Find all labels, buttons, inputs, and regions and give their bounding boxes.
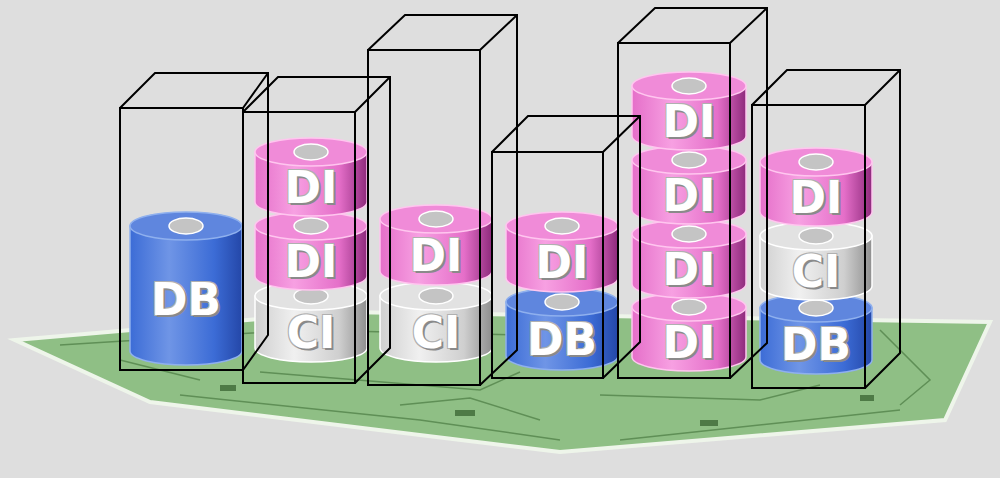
storage-cylinder: CI <box>760 222 872 300</box>
cylinder-label: DI <box>380 234 492 278</box>
cylinder-top <box>255 138 367 166</box>
cylinder-top <box>380 282 492 310</box>
cylinder-hole <box>545 294 579 310</box>
cylinder-hole <box>799 300 833 316</box>
cylinder-hole <box>419 211 453 227</box>
cylinder-label: DB <box>130 278 242 322</box>
storage-cylinder: DI <box>632 293 746 371</box>
storage-cylinder: DB <box>506 288 618 370</box>
cylinder-hole <box>294 144 328 160</box>
cylinder-top <box>632 220 746 248</box>
storage-cylinder: DI <box>255 212 367 290</box>
cylinder-hole <box>799 154 833 170</box>
storage-cylinder: DB <box>760 294 872 374</box>
cylinder-top <box>760 294 872 322</box>
cylinder-hole <box>672 152 706 168</box>
cylinder-hole <box>419 288 453 304</box>
cylinder-hole <box>672 299 706 315</box>
storage-cylinder: DB <box>130 212 242 365</box>
cylinder-label: DB <box>760 323 872 367</box>
cylinder-label: CI <box>255 311 367 355</box>
storage-cylinder: DI <box>506 212 618 292</box>
cylinder-label: CI <box>380 311 492 355</box>
storage-cylinder: DI <box>760 148 872 226</box>
storage-cylinder: CI <box>255 282 367 362</box>
cylinder-top <box>632 293 746 321</box>
cylinder-label: DI <box>632 248 746 292</box>
cylinder-hole <box>672 226 706 242</box>
cylinder-top <box>506 288 618 316</box>
storage-cylinder: DI <box>380 205 492 285</box>
storage-cylinder: DI <box>632 72 746 150</box>
rack-frame-lines <box>120 8 900 388</box>
cylinder-top <box>760 148 872 176</box>
cylinder-top <box>632 146 746 174</box>
cylinder-hole <box>799 228 833 244</box>
cylinder-hole <box>545 218 579 234</box>
cylinder-label: DI <box>255 240 367 284</box>
cylinder-top <box>255 212 367 240</box>
storage-cylinder: CI <box>380 282 492 362</box>
cylinder-top <box>760 222 872 250</box>
cylinder-label: DI <box>760 176 872 220</box>
cylinder-hole <box>169 218 203 234</box>
cylinder-label: DI <box>632 321 746 365</box>
cylinder-hole <box>294 218 328 234</box>
cylinder-top <box>632 72 746 100</box>
cylinder-label: DI <box>632 100 746 144</box>
cylinder-label: DI <box>632 174 746 218</box>
cylinder-label: DI <box>255 166 367 210</box>
cylinder-top <box>506 212 618 240</box>
cylinder-top <box>380 205 492 233</box>
storage-cylinder: DI <box>632 220 746 298</box>
cylinder-label: DI <box>506 241 618 285</box>
cylinder-label: CI <box>760 250 872 294</box>
cylinder-hole <box>294 288 328 304</box>
cylinder-label: DB <box>506 318 618 362</box>
storage-cylinder: DI <box>632 146 746 224</box>
cylinder-top <box>255 282 367 310</box>
cylinder-body <box>130 226 242 365</box>
storage-cylinder: DI <box>255 138 367 216</box>
cylinder-top <box>130 212 242 240</box>
cylinder-hole <box>672 78 706 94</box>
